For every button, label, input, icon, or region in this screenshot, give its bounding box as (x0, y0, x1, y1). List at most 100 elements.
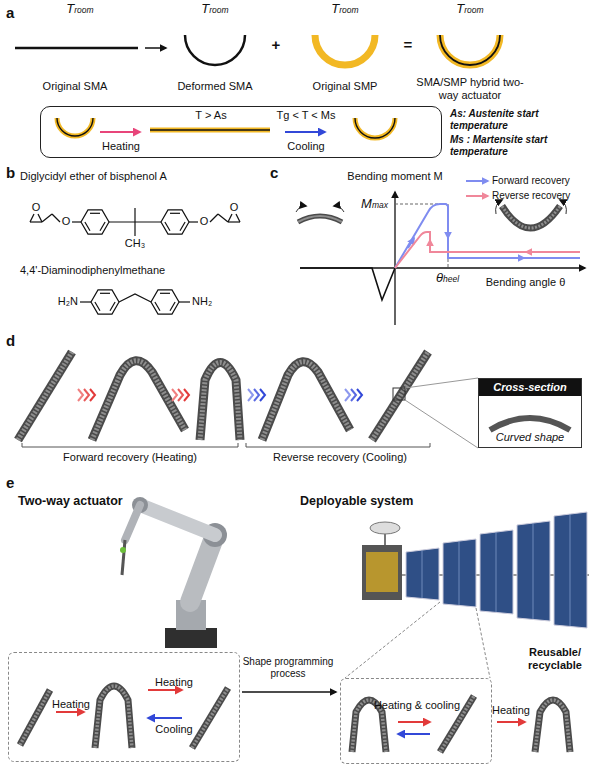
process-arrows (148, 717, 182, 719)
figure-label: Original SMP (300, 80, 390, 93)
figure-label: O (61, 215, 71, 228)
mesh-strip (192, 688, 228, 748)
node-text: Heating (149, 676, 199, 689)
node-text: Heating & cooling (365, 699, 469, 712)
figure-label: Bending moment M (335, 170, 455, 183)
figure-label: Troom (448, 2, 492, 17)
robot-arm (125, 505, 140, 540)
panel-a-art (57, 118, 93, 136)
process-arrows (398, 721, 430, 723)
chemical-structure (189, 221, 198, 222)
figure-label: H₂N (46, 295, 78, 308)
mesh-strip (92, 361, 185, 440)
figure-label: Shape programming process (240, 656, 336, 679)
node-text: Heating (91, 140, 151, 153)
figure-label: Deformed SMA (170, 80, 260, 93)
panel-a-art (440, 35, 500, 65)
chevron-arrows (184, 389, 189, 401)
chevron-arrows (84, 389, 89, 401)
moment-angle-plot (560, 200, 566, 214)
node-text: Tg < T < Ms (256, 109, 356, 122)
chevron-arrows (178, 389, 183, 401)
chevron-arrows (351, 389, 356, 401)
mesh-strip (95, 686, 132, 748)
chemical-structure (30, 221, 42, 222)
mesh-strip (200, 363, 240, 441)
figure-label: Troom (58, 2, 102, 17)
chevron-arrows (357, 389, 362, 401)
node-text: Curved shape (479, 431, 581, 444)
moment-angle-plot (466, 180, 488, 182)
mesh-strip (18, 352, 570, 752)
satellite (570, 514, 571, 626)
moment-angle-plot (429, 240, 431, 250)
panel-a-art (185, 35, 245, 65)
moment-angle-plot (502, 206, 560, 228)
robot-arm (120, 547, 126, 553)
figure-label: Mmax (348, 197, 388, 212)
chemical-structure (80, 301, 91, 302)
process-arrows (56, 711, 84, 713)
satellite (459, 541, 460, 605)
chemical-structure (81, 210, 109, 234)
chemical-structure (119, 294, 151, 302)
panel-a-art (355, 118, 395, 138)
chevron-arrows (248, 389, 253, 401)
figure-label: Troom (323, 2, 367, 17)
figure-label: a (6, 4, 14, 21)
figure-label: CH₃ (120, 237, 150, 250)
mesh-strip (372, 352, 428, 440)
moment-angle-plot (502, 206, 560, 228)
moment-angle-plot (496, 200, 502, 214)
chemical-structure (134, 222, 135, 236)
satellite (422, 550, 423, 598)
chemical-structure (38, 214, 42, 222)
moment-angle-plot (447, 226, 449, 238)
chevron-arrows (90, 389, 95, 401)
figure-label: O (229, 201, 239, 214)
chemical-structure (210, 214, 218, 222)
figure-label: Troom (193, 2, 237, 17)
chevron-arrows (405, 400, 478, 448)
satellite (517, 521, 550, 621)
panel-a-art (100, 131, 140, 133)
figure-label: Bending angle θ (468, 276, 583, 289)
mesh-strip (18, 352, 72, 440)
chemical-structure (161, 210, 189, 234)
moment-angle-plot (395, 232, 580, 268)
inset-box: Cross-sectionCurved shape (478, 378, 582, 448)
node-text: T > As (166, 109, 256, 122)
figure-label: NH₂ (192, 295, 224, 308)
figure-label: Two-way actuator (18, 494, 168, 508)
moment-angle-plot (298, 216, 342, 222)
chemical-structure (42, 214, 52, 222)
chevron-arrows (78, 389, 83, 401)
figure-label: θheel (436, 271, 476, 286)
chevron-arrows (260, 389, 265, 401)
figure-label: Ms : Martensite start temperature (450, 134, 586, 157)
panel-a-art (315, 35, 375, 65)
figure-label: = (400, 36, 416, 53)
satellite (480, 530, 513, 614)
mesh-strip (262, 362, 350, 440)
satellite (366, 552, 398, 592)
panel-a-art (150, 128, 270, 133)
robot-arm (165, 628, 217, 648)
mesh-strip (535, 700, 570, 752)
panel-a-art (355, 118, 395, 138)
figure-label: O (199, 215, 209, 228)
panel-a-art (150, 129, 270, 130)
chemical-structure (30, 208, 240, 314)
mesh-strip (200, 363, 240, 441)
moment-angle-plot (334, 206, 344, 212)
process-arrows (148, 689, 182, 691)
chemical-structure (30, 214, 34, 222)
figure-label: e (6, 474, 14, 491)
node-text: Cooling (149, 723, 199, 736)
chemical-structure (228, 221, 240, 222)
mesh-strip (20, 690, 50, 745)
chevron-arrows (345, 389, 350, 401)
process-arrows (56, 690, 525, 734)
chemical-structure (228, 214, 232, 222)
